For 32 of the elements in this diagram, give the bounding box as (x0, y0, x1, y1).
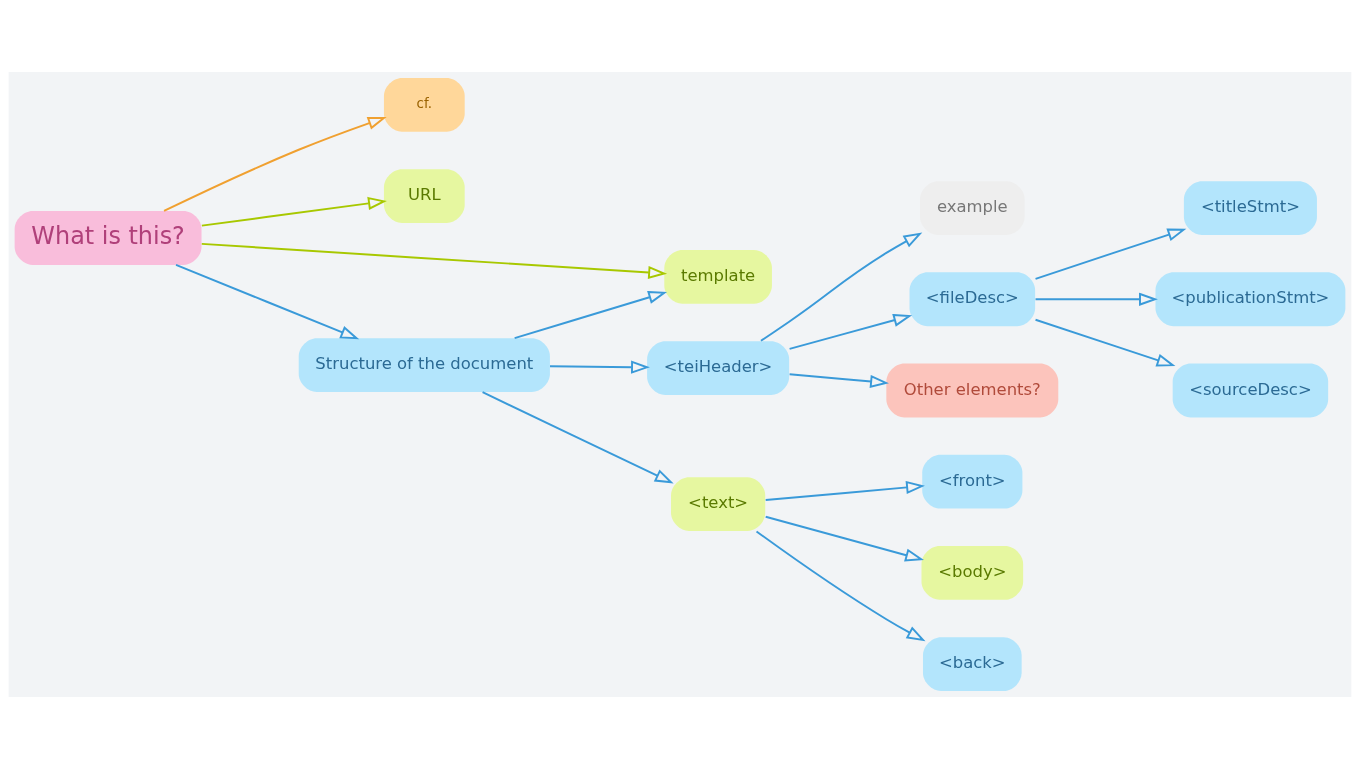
arrow (175, 263, 360, 339)
arrow (755, 530, 926, 641)
node-box: <text> (671, 476, 766, 531)
node-box: <fileDesc> (909, 271, 1036, 326)
node-box: <body> (921, 545, 1024, 600)
arrow (481, 390, 674, 484)
node-box: <publicationStmt> (1155, 271, 1346, 326)
node-box: template (664, 249, 772, 304)
arrow (1034, 318, 1176, 366)
arrow (788, 372, 889, 388)
arrow (513, 290, 668, 339)
arrow (549, 360, 650, 374)
node-box: Other elements? (886, 363, 1059, 417)
arrow (788, 313, 913, 350)
node-box: Structure of the document (298, 337, 550, 392)
arrow (759, 231, 923, 342)
node-box: What is this? (14, 210, 202, 265)
arrow (764, 480, 925, 501)
node-box: cf. (383, 77, 465, 132)
arrow (200, 242, 668, 279)
arrow (163, 116, 387, 212)
node-box: <front> (922, 454, 1023, 509)
node-box: URL (383, 168, 465, 223)
arrow (200, 196, 387, 227)
node-box: <back> (922, 636, 1022, 691)
arrow (764, 515, 924, 561)
arrow (1034, 292, 1158, 306)
node-box: <sourceDesc> (1172, 363, 1329, 417)
arrow (1034, 228, 1187, 280)
node-box: <titleStmt> (1183, 180, 1317, 235)
node-box: <teiHeader> (647, 340, 790, 395)
node-box: example (920, 180, 1025, 235)
